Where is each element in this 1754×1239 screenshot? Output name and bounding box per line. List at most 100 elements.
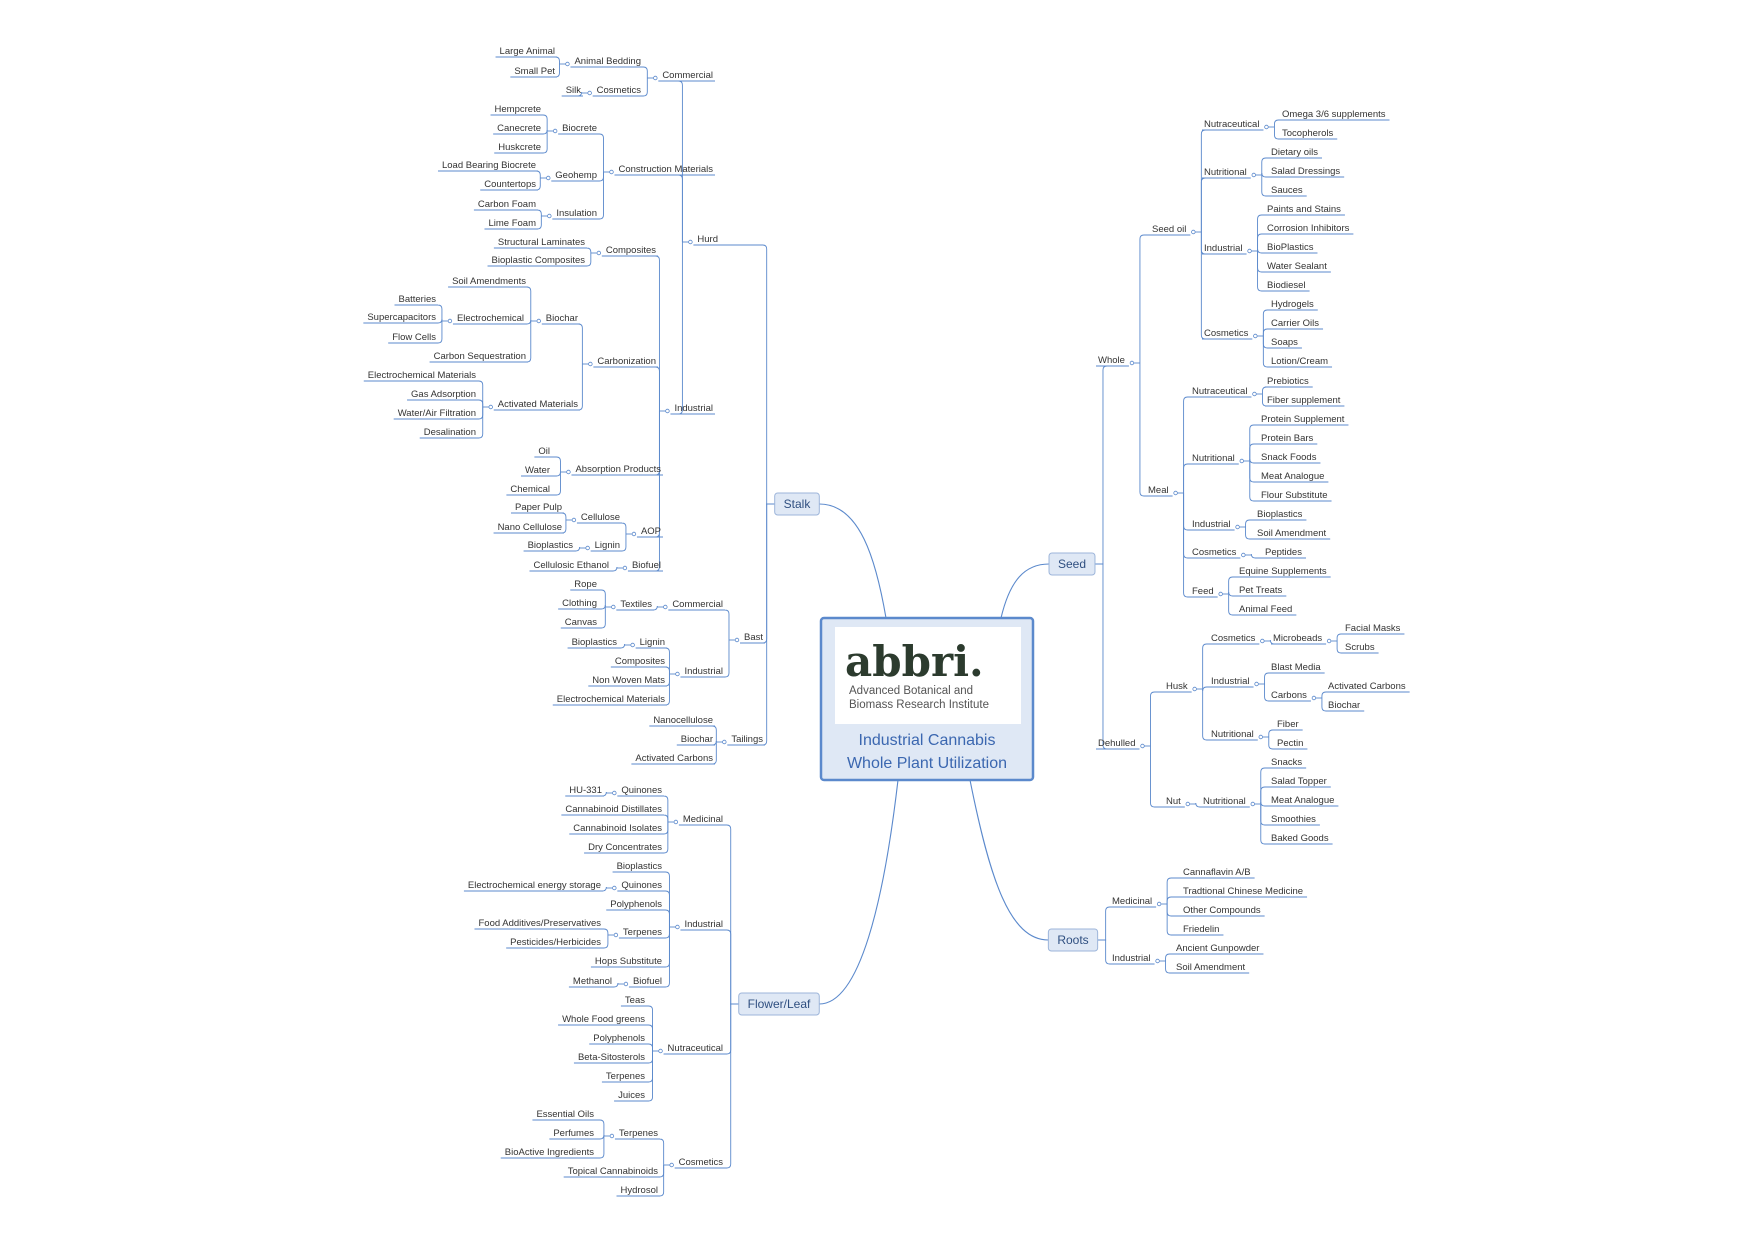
node-branches-stalk-hurd-industrial-carbonization-activated-electrochem[interactable]: Electrochemical Materials bbox=[363, 370, 478, 382]
node-branches-flower-cosmetics-terpenes-essential[interactable]: Essential Oils bbox=[532, 1109, 596, 1121]
node-branches-seed-whole-meal-cosmetics-label[interactable]: Cosmetics bbox=[1190, 547, 1246, 559]
collapse-dot[interactable] bbox=[546, 175, 551, 181]
node-branches-flower-medicinal-quinones-hu331[interactable]: HU-331 bbox=[565, 785, 604, 797]
node-branches-stalk-hurd-commercial-cosmetics-silk[interactable]: Silk bbox=[561, 85, 583, 97]
collapse-dot[interactable] bbox=[611, 604, 616, 610]
collapse-dot[interactable] bbox=[630, 642, 635, 648]
collapse-dot[interactable] bbox=[663, 604, 668, 610]
main-branch-flower-leaf[interactable]: Flower/Leaf bbox=[738, 992, 820, 1016]
node-branches-seed-whole-seed-oil-nutritional-label[interactable]: Nutritional bbox=[1202, 167, 1256, 179]
node-branches-stalk-bast-industrial-composites[interactable]: Composites bbox=[610, 656, 667, 668]
node-branches-seed-whole-seed-oil-industrial-biodiesel[interactable]: Biodiesel bbox=[1265, 280, 1310, 292]
node-branches-stalk-bast-label[interactable]: Bast bbox=[734, 632, 765, 644]
node-branches-seed-whole-seed-oil-industrial-label[interactable]: Industrial bbox=[1202, 243, 1252, 255]
node-branches-flower-cosmetics-label[interactable]: Cosmetics bbox=[669, 1157, 725, 1169]
collapse-dot[interactable] bbox=[1140, 743, 1145, 749]
collapse-dot[interactable] bbox=[1155, 958, 1160, 964]
node-branches-flower-industrial-quinones-energy[interactable]: Electrochemical energy storage bbox=[463, 880, 603, 892]
collapse-dot[interactable] bbox=[571, 517, 577, 523]
node-branches-seed-whole-meal-industrial-label[interactable]: Industrial bbox=[1190, 519, 1240, 531]
collapse-dot[interactable] bbox=[1239, 458, 1244, 464]
node-branches-roots-industrial-gunpowder[interactable]: Ancient Gunpowder bbox=[1174, 943, 1264, 955]
node-branches-stalk-hurd-industrial-carbonization-biochar-electrochemical-batteries[interactable]: Batteries bbox=[394, 294, 439, 306]
collapse-dot[interactable] bbox=[1311, 695, 1317, 701]
node-branches-stalk-hurd-construction-geohemp-label[interactable]: Geohemp bbox=[546, 170, 599, 182]
node-branches-seed-dehulled-husk-nutritional-label[interactable]: Nutritional bbox=[1209, 729, 1263, 741]
node-branches-stalk-hurd-industrial-label[interactable]: Industrial bbox=[665, 403, 715, 415]
node-branches-flower-medicinal-dry[interactable]: Dry Concentrates bbox=[584, 842, 664, 854]
node-branches-stalk-hurd-commercial-animal-bedding-small-pet[interactable]: Small Pet bbox=[510, 66, 557, 78]
collapse-dot[interactable] bbox=[552, 128, 558, 134]
node-branches-stalk-bast-commercial-textiles-clothing[interactable]: Clothing bbox=[558, 598, 599, 610]
collapse-dot[interactable] bbox=[734, 637, 740, 643]
node-branches-stalk-hurd-industrial-biofuel-label[interactable]: Biofuel bbox=[622, 560, 663, 572]
collapse-dot[interactable] bbox=[565, 61, 570, 67]
node-branches-stalk-hurd-construction-biocrete-canecrete[interactable]: Canecrete bbox=[493, 123, 543, 135]
node-branches-seed-dehulled-husk-industrial-blast[interactable]: Blast Media bbox=[1269, 662, 1325, 674]
node-branches-roots-medicinal-friedelin[interactable]: Friedelin bbox=[1181, 924, 1224, 936]
collapse-dot[interactable] bbox=[1129, 360, 1135, 366]
collapse-dot[interactable] bbox=[1253, 333, 1258, 339]
collapse-dot[interactable] bbox=[722, 739, 727, 745]
center-topic[interactable]: abbri. Advanced Botanical and Biomass Re… bbox=[819, 616, 1035, 782]
node-branches-stalk-hurd-industrial-carbonization-biochar-electrochemical-flow-cells[interactable]: Flow Cells bbox=[388, 332, 438, 344]
node-branches-flower-industrial-biofuel-methanol[interactable]: Methanol bbox=[568, 976, 614, 988]
node-branches-flower-nutraceutical-teas[interactable]: Teas bbox=[620, 995, 647, 1007]
node-branches-flower-cosmetics-topical[interactable]: Topical Cannabinoids bbox=[563, 1166, 660, 1178]
main-branch-roots[interactable]: Roots bbox=[1047, 928, 1099, 952]
node-branches-seed-dehulled-nut-nutritional-salad[interactable]: Salad Topper bbox=[1269, 776, 1331, 788]
node-branches-seed-dehulled-husk-label[interactable]: Husk bbox=[1164, 681, 1197, 693]
node-branches-seed-dehulled-nut-nutritional-smoothies[interactable]: Smoothies bbox=[1269, 814, 1320, 826]
node-branches-stalk-hurd-industrial-carbonization-activated-gas[interactable]: Gas Adsorption bbox=[407, 389, 478, 401]
node-branches-stalk-hurd-construction-geohemp-load-bearing[interactable]: Load Bearing Biocrete bbox=[437, 160, 538, 172]
collapse-dot[interactable] bbox=[1241, 552, 1246, 558]
node-branches-stalk-hurd-industrial-carbonization-biochar-electrochemical-supercapacitors[interactable]: Supercapacitors bbox=[363, 312, 438, 324]
node-branches-flower-medicinal-quinones-label[interactable]: Quinones bbox=[612, 785, 664, 797]
collapse-dot[interactable] bbox=[1326, 638, 1332, 644]
node-branches-stalk-hurd-construction-insulation-lime-foam[interactable]: Lime Foam bbox=[484, 218, 538, 230]
node-branches-seed-whole-meal-nutraceutical-fiber[interactable]: Fiber supplement bbox=[1265, 395, 1345, 407]
node-branches-stalk-hurd-industrial-aop-cellulose-paper-pulp[interactable]: Paper Pulp bbox=[510, 502, 564, 514]
node-branches-stalk-hurd-commercial-cosmetics-label[interactable]: Cosmetics bbox=[587, 85, 643, 97]
collapse-dot[interactable] bbox=[1192, 686, 1197, 692]
node-branches-stalk-bast-industrial-electrochem[interactable]: Electrochemical Materials bbox=[552, 694, 667, 706]
node-branches-seed-dehulled-husk-industrial-carbons-biochar[interactable]: Biochar bbox=[1326, 700, 1365, 712]
node-branches-stalk-hurd-industrial-composites-structural[interactable]: Structural Laminates bbox=[493, 237, 587, 249]
node-branches-stalk-hurd-industrial-aop-lignin-label[interactable]: Lignin bbox=[585, 540, 622, 552]
node-branches-seed-dehulled-nut-label[interactable]: Nut bbox=[1164, 796, 1190, 808]
node-branches-seed-whole-meal-nutraceutical-prebiotics[interactable]: Prebiotics bbox=[1265, 376, 1313, 388]
node-branches-seed-whole-seed-oil-nutraceutical-omega[interactable]: Omega 3/6 supplements bbox=[1280, 109, 1390, 121]
node-branches-stalk-hurd-industrial-absorption-label[interactable]: Absorption Products bbox=[566, 464, 663, 476]
node-branches-stalk-hurd-industrial-absorption-water[interactable]: Water bbox=[521, 465, 552, 477]
collapse-dot[interactable] bbox=[536, 318, 541, 324]
node-branches-seed-dehulled-husk-cosmetics-microbeads-scrubs[interactable]: Scrubs bbox=[1343, 642, 1379, 654]
node-branches-stalk-bast-commercial-textiles-canvas[interactable]: Canvas bbox=[560, 617, 599, 629]
node-branches-seed-dehulled-husk-cosmetics-microbeads-label[interactable]: Microbeads bbox=[1271, 633, 1332, 645]
collapse-dot[interactable] bbox=[665, 408, 670, 414]
collapse-dot[interactable] bbox=[622, 565, 628, 571]
main-branch-stalk[interactable]: Stalk bbox=[774, 492, 820, 516]
collapse-dot[interactable] bbox=[675, 924, 680, 930]
collapse-dot[interactable] bbox=[658, 1048, 663, 1054]
collapse-dot[interactable] bbox=[609, 169, 614, 175]
node-branches-flower-industrial-hops[interactable]: Hops Substitute bbox=[590, 956, 664, 968]
node-branches-seed-whole-meal-feed-pet[interactable]: Pet Treats bbox=[1237, 585, 1287, 597]
collapse-dot[interactable] bbox=[675, 671, 680, 677]
node-branches-flower-industrial-quinones-label[interactable]: Quinones bbox=[612, 880, 664, 892]
node-branches-stalk-hurd-commercial-animal-bedding-large-animal[interactable]: Large Animal bbox=[495, 46, 557, 58]
node-branches-seed-dehulled-nut-nutritional-snacks[interactable]: Snacks bbox=[1269, 757, 1307, 769]
node-branches-stalk-bast-industrial-label[interactable]: Industrial bbox=[675, 666, 725, 678]
collapse-dot[interactable] bbox=[547, 213, 552, 219]
node-branches-flower-nutraceutical-label[interactable]: Nutraceutical bbox=[658, 1043, 725, 1055]
node-branches-roots-industrial-soil[interactable]: Soil Amendment bbox=[1174, 962, 1250, 974]
node-branches-flower-industrial-terpenes-pesticides[interactable]: Pesticides/Herbicides bbox=[506, 937, 603, 949]
node-branches-seed-dehulled-husk-cosmetics-label[interactable]: Cosmetics bbox=[1209, 633, 1265, 645]
node-branches-seed-dehulled-husk-nutritional-pectin[interactable]: Pectin bbox=[1275, 738, 1308, 750]
node-branches-roots-medicinal-cannaflavin[interactable]: Cannaflavin A/B bbox=[1181, 867, 1255, 879]
collapse-dot[interactable] bbox=[1254, 681, 1259, 687]
collapse-dot[interactable] bbox=[587, 90, 592, 96]
node-branches-seed-dehulled-husk-industrial-label[interactable]: Industrial bbox=[1209, 676, 1259, 688]
node-branches-stalk-tailings-biochar[interactable]: Biochar bbox=[676, 734, 715, 746]
node-branches-roots-medicinal-tcm[interactable]: Tradtional Chinese Medicine bbox=[1181, 886, 1308, 898]
node-branches-flower-nutraceutical-greens[interactable]: Whole Food greens bbox=[558, 1014, 647, 1026]
